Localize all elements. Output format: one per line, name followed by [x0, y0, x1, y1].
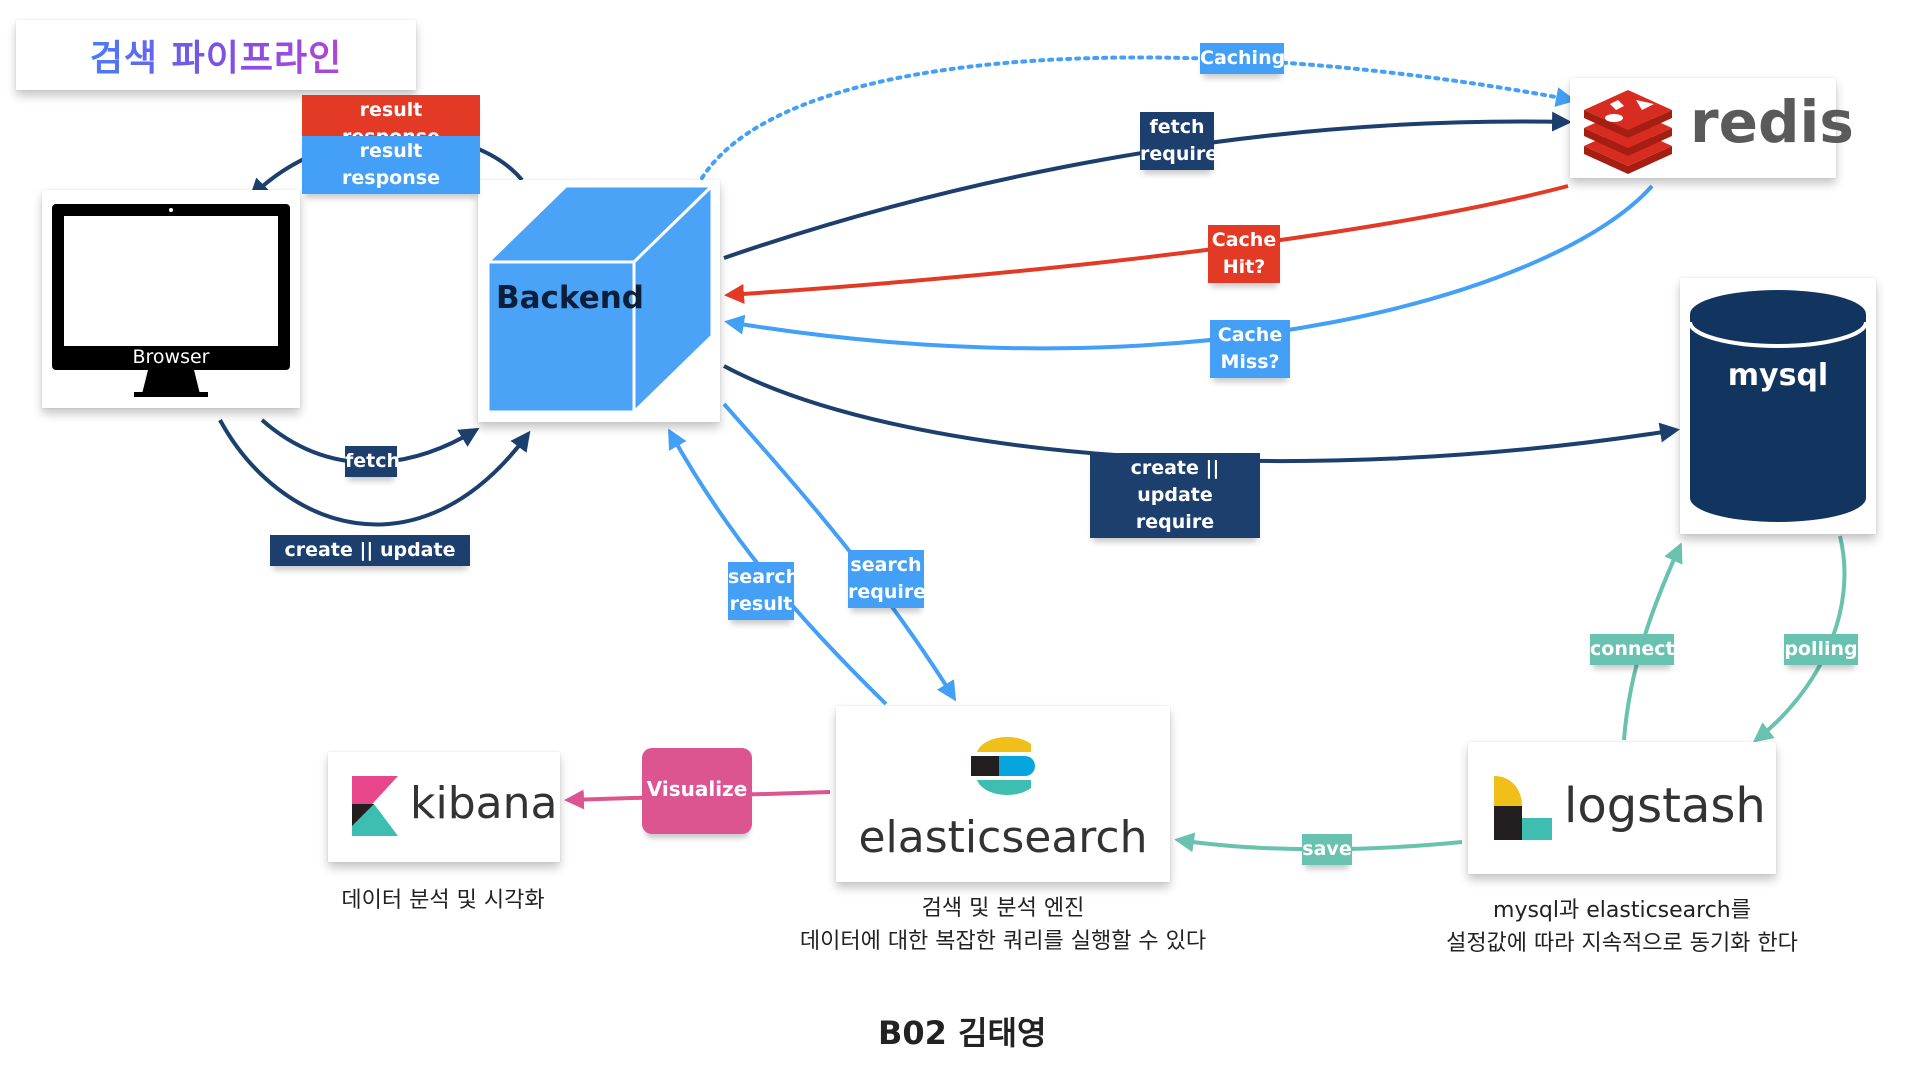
search-result-line2: result — [729, 593, 793, 615]
kibana-logo-icon — [352, 776, 398, 836]
edge-create-update-require — [723, 364, 1680, 464]
redis-logo-icon — [1584, 90, 1672, 174]
elasticsearch-label: elasticsearch — [858, 812, 1148, 863]
connect-label: connect — [1590, 634, 1675, 665]
search-result-label: search result — [728, 562, 800, 620]
cube-icon — [486, 184, 714, 414]
logstash-logo-icon — [1494, 776, 1552, 840]
kibana-node: kibana — [328, 752, 560, 862]
save-label: save — [1302, 834, 1352, 865]
search-result-line1: search — [728, 566, 800, 588]
elasticsearch-caption-line1: 검색 및 분석 엔진 — [921, 896, 1085, 921]
cache-hit-line1: Cache — [1211, 229, 1277, 251]
fetch-require-line1: fetch — [1149, 116, 1205, 138]
edge-caching — [700, 55, 1576, 180]
browser-node: Browser — [42, 190, 300, 408]
fetch-require-line2: require — [1140, 143, 1219, 165]
edge-fetch-require — [723, 111, 1572, 260]
cache-hit-line2: Hit? — [1222, 256, 1266, 278]
redis-node: redis — [1570, 78, 1854, 178]
elasticsearch-node: elasticsearch — [836, 706, 1170, 882]
edge-search-require — [722, 402, 957, 702]
edge-connect — [1622, 542, 1683, 741]
cache-miss-line2: Miss? — [1220, 351, 1280, 373]
search-require-line2: require — [848, 581, 927, 603]
fetch-browser-label: fetch — [345, 446, 400, 477]
edge-cache-miss — [724, 184, 1654, 351]
create-update-browser-label: create || update — [270, 535, 470, 566]
cache-miss-label: Cache Miss? — [1210, 320, 1290, 378]
logstash-caption-line2: 설정값에 따라 지속적으로 동기화 한다 — [1446, 931, 1798, 956]
edge-browser-create-update — [218, 419, 531, 527]
browser-label: Browser — [132, 346, 210, 368]
kibana-caption: 데이터 분석 및 시각화 — [341, 888, 545, 913]
edge-cache-hit — [724, 184, 1569, 304]
backend-node: Backend — [478, 180, 720, 422]
create-update-require-line1: create || update — [1130, 457, 1220, 506]
polling-label: polling — [1784, 634, 1858, 665]
author-label: B02 김태영 — [878, 1014, 1047, 1052]
create-update-require-label: create || update require — [1090, 453, 1260, 538]
caching-label: Caching — [1200, 43, 1285, 74]
logstash-label: logstash — [1564, 778, 1766, 834]
logstash-caption-line1: mysql과 elasticsearch를 — [1493, 898, 1751, 923]
logstash-caption: mysql과 elasticsearch를 설정값에 따라 지속적으로 동기화 … — [1400, 894, 1844, 960]
database-icon — [1688, 290, 1868, 522]
mysql-label: mysql — [1727, 358, 1829, 393]
redis-label: redis — [1690, 88, 1854, 156]
cache-hit-label: Cache Hit? — [1208, 225, 1280, 283]
monitor-icon — [52, 204, 290, 397]
create-update-require-line2: require — [1135, 511, 1215, 533]
search-require-line1: search — [850, 554, 922, 576]
title-card: 검색 파이프라인 — [16, 20, 416, 90]
backend-label: Backend — [496, 280, 644, 316]
cache-miss-line1: Cache — [1217, 324, 1283, 346]
logstash-node: logstash — [1468, 742, 1776, 874]
page-title: 검색 파이프라인 — [90, 29, 342, 81]
elasticsearch-caption-line2: 데이터에 대한 복잡한 쿼리를 실행할 수 있다 — [799, 929, 1207, 954]
mysql-node: mysql — [1680, 278, 1876, 534]
fetch-require-label: fetch require — [1140, 112, 1219, 170]
search-require-label: search require — [848, 550, 927, 608]
elasticsearch-logo-icon — [971, 737, 1035, 795]
visualize-label: Visualize — [642, 748, 752, 834]
kibana-label: kibana — [410, 778, 558, 829]
elasticsearch-caption: 검색 및 분석 엔진 데이터에 대한 복잡한 쿼리를 실행할 수 있다 — [740, 892, 1266, 958]
result-response-blue-label: result response — [302, 136, 480, 194]
